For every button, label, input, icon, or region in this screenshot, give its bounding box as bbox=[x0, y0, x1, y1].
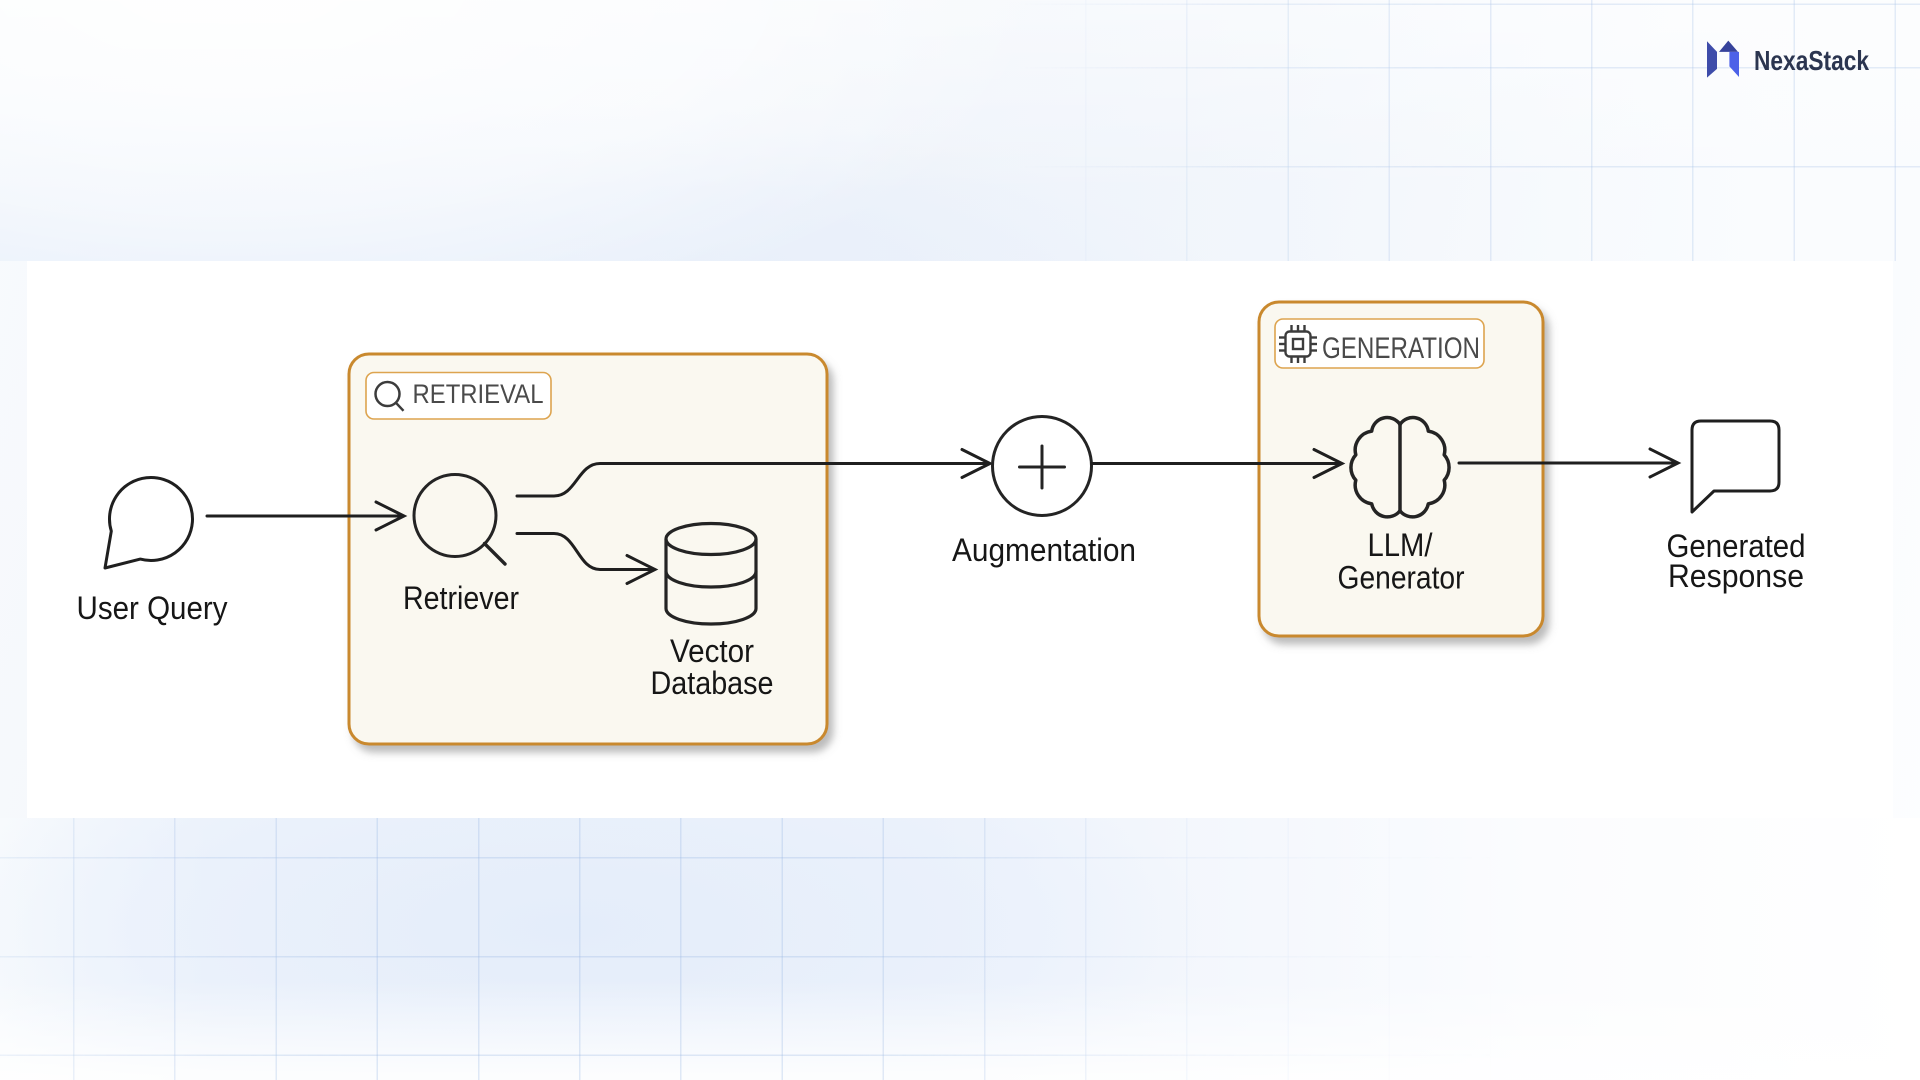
svg-text:NexaStack: NexaStack bbox=[1754, 45, 1870, 76]
svg-text:Database: Database bbox=[651, 665, 774, 701]
svg-text:Augmentation: Augmentation bbox=[952, 532, 1136, 568]
svg-text:GENERATION: GENERATION bbox=[1322, 332, 1480, 365]
svg-text:Response: Response bbox=[1668, 558, 1804, 594]
svg-text:Retriever: Retriever bbox=[403, 580, 519, 616]
svg-text:User Query: User Query bbox=[77, 590, 228, 626]
svg-text:LLM/: LLM/ bbox=[1368, 527, 1433, 563]
svg-text:RETRIEVAL: RETRIEVAL bbox=[413, 379, 544, 409]
svg-text:Vector: Vector bbox=[670, 633, 754, 669]
svg-text:Generated: Generated bbox=[1667, 528, 1806, 564]
svg-text:Generator: Generator bbox=[1338, 560, 1465, 596]
